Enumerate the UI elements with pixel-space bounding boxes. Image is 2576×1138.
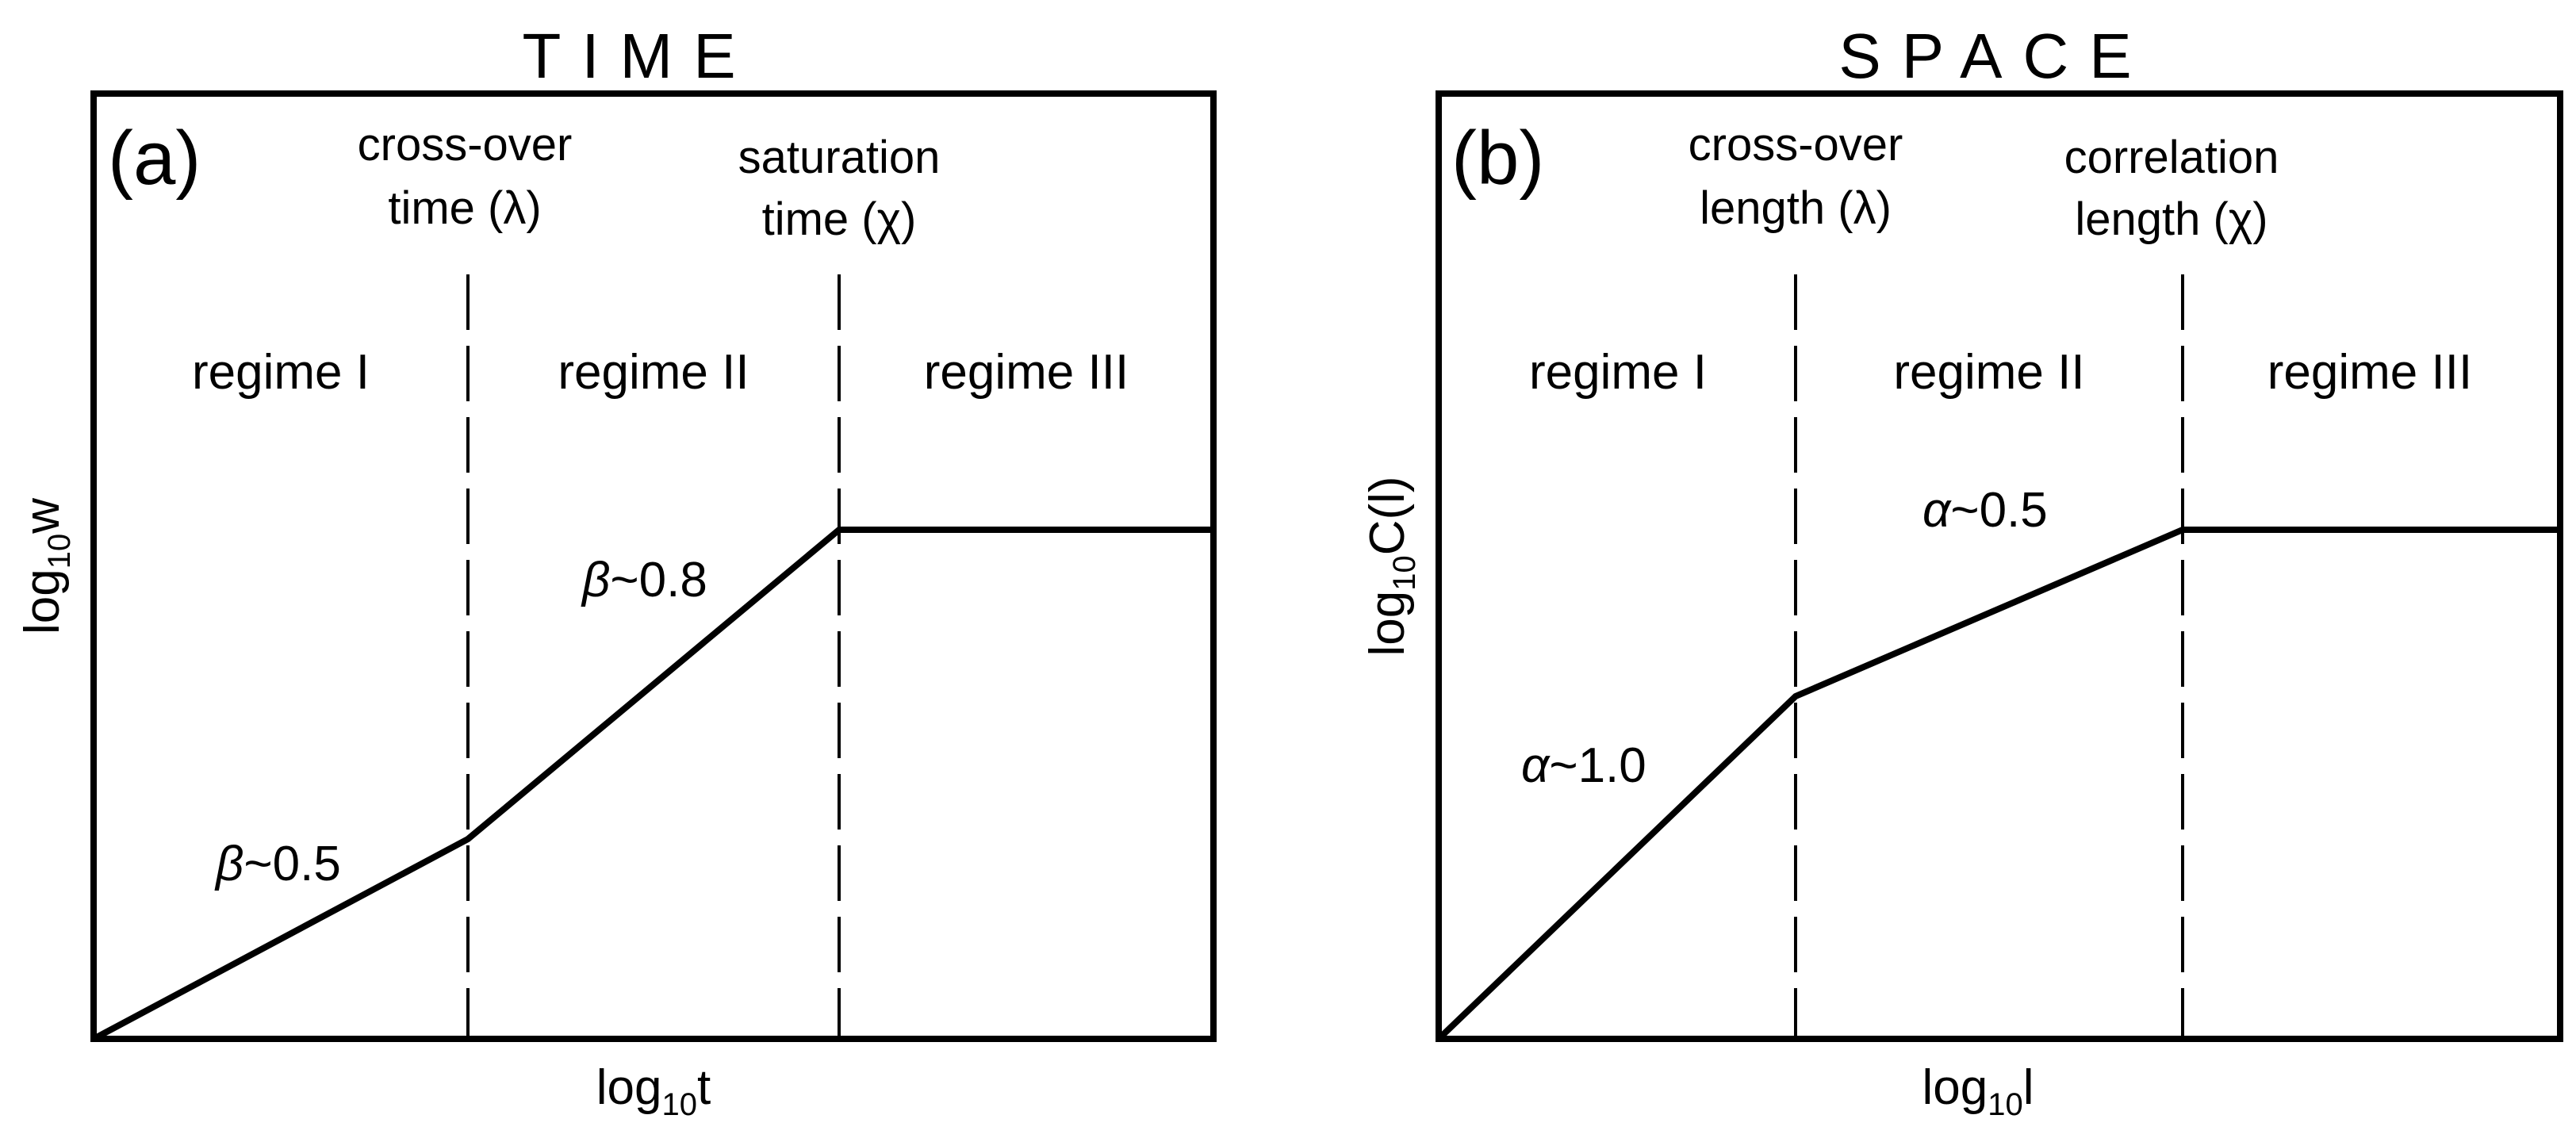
panel-a-slope-1: β~0.5 <box>214 837 341 891</box>
panel-b-frame <box>1436 90 2563 1042</box>
panel-a-regime-2: regime II <box>558 345 749 400</box>
panel-a-tag: (a) <box>108 116 201 201</box>
panel-b-boundary-1-line2: length (λ) <box>1700 182 1892 234</box>
panel-b-title: SPACE <box>1838 21 2152 91</box>
panel-a-x-axis-label: log10t <box>596 1060 711 1122</box>
panel-a-title: TIME <box>522 21 756 91</box>
panel-b-boundary-1-line1: cross-over <box>1689 119 1903 171</box>
panel-b-boundary-2-line2: length (χ) <box>2075 193 2267 245</box>
panel-a-regime-3: regime III <box>924 345 1129 400</box>
panel-b-slope-1: α~1.0 <box>1521 738 1646 793</box>
panel-a-regime-1: regime I <box>192 345 370 400</box>
panel-a-y-axis-label: log10w <box>15 498 77 634</box>
panel-a-boundary-2-line2: time (χ) <box>762 193 917 245</box>
panel-a-slope-2: β~0.8 <box>581 553 707 607</box>
panel-a-curve <box>92 527 1213 1042</box>
panel-b: SPACE (b) cross-over length (λ) correlat… <box>1360 21 2563 1122</box>
panel-b-regime-3: regime III <box>2267 345 2472 400</box>
panel-b-regime-1: regime I <box>1529 345 1707 400</box>
panel-b-boundary-2-line1: correlation <box>2064 132 2279 183</box>
panel-a-boundary-2-line1: saturation <box>738 132 941 183</box>
panel-b-tag: (b) <box>1451 116 1544 201</box>
panel-a-boundary-1-line2: time (λ) <box>388 182 541 234</box>
panel-a-frame <box>90 90 1217 1042</box>
panel-b-y-axis-label: log10C(l) <box>1360 476 1422 656</box>
panel-a-boundary-1-line1: cross-over <box>358 119 573 171</box>
panel-b-curve <box>1436 527 2560 1041</box>
panel-b-slope-2: α~0.5 <box>1922 483 2048 538</box>
panel-b-regime-2: regime II <box>1893 345 2084 400</box>
panel-a: TIME (a) cross-over time (λ) saturation … <box>15 21 1217 1122</box>
panel-b-x-axis-label: log10l <box>1922 1060 2034 1122</box>
